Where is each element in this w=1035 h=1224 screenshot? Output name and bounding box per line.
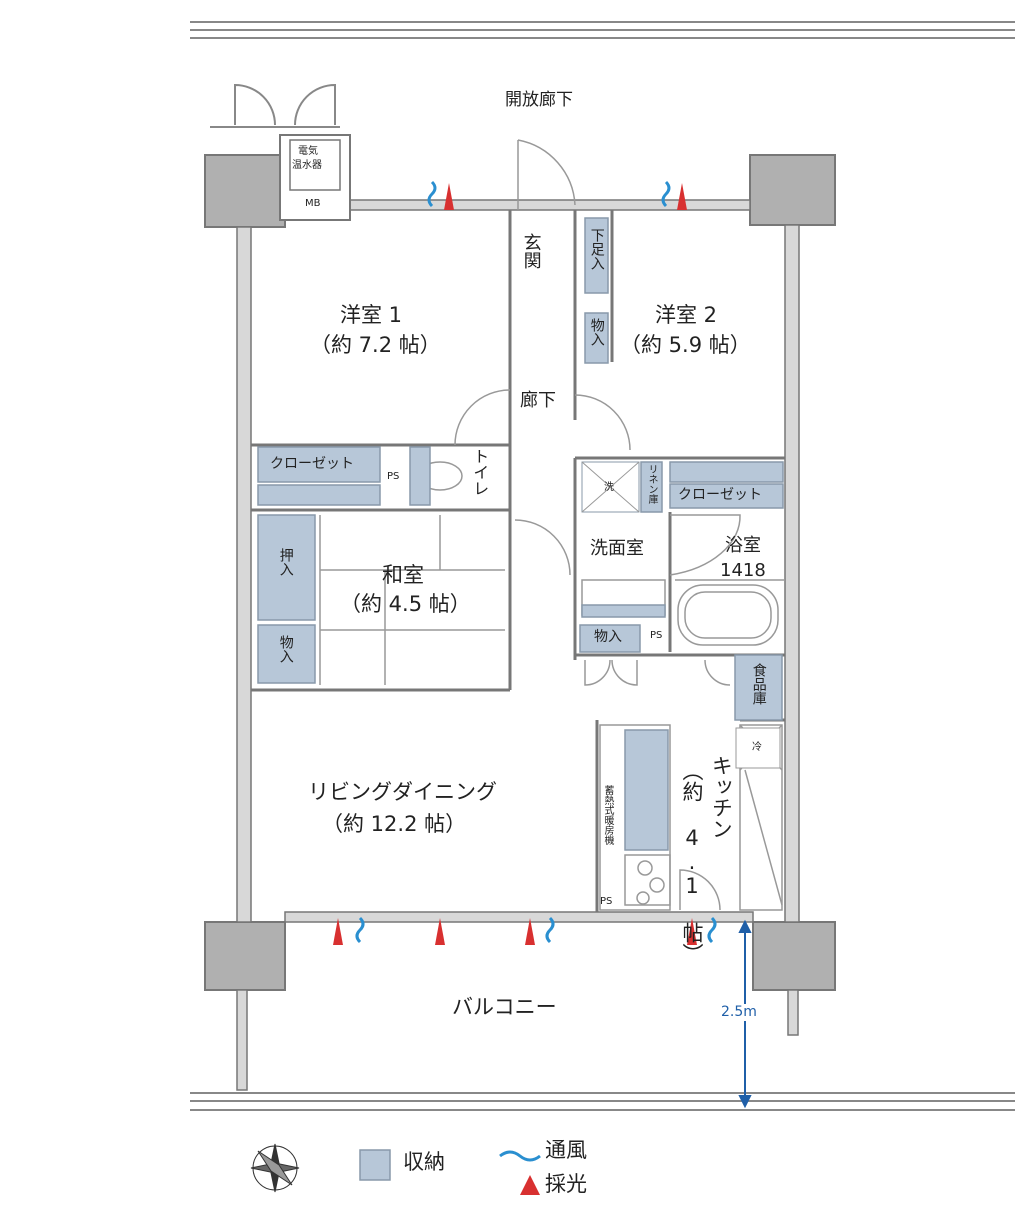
ps-label-kitchen: PS — [600, 896, 613, 907]
closet-2-label: クローゼット — [678, 487, 762, 503]
washroom-label: 洗面室 — [590, 538, 644, 559]
fridge-label: 冷 — [752, 742, 762, 753]
japanese-room-name: 和室 — [382, 563, 424, 587]
bathroom-size: 1418 — [720, 560, 766, 581]
japanese-storage-label: 物入 — [277, 635, 294, 663]
kitchen-name: キッチン — [709, 755, 734, 839]
entry-storage-label: 物入 — [588, 318, 605, 346]
hallway-label: 廊下 — [520, 390, 556, 411]
ps-label-washroom: PS — [650, 630, 663, 641]
western-room-2-size: （約 5.9 帖） — [620, 333, 751, 357]
daylight-markers — [333, 183, 697, 1195]
compass-icon — [250, 1143, 300, 1193]
washroom-storage-label: 物入 — [594, 629, 622, 645]
bathroom-name: 浴室 — [725, 535, 761, 556]
water-heater-line1: 電気 — [298, 146, 318, 157]
storage-areas — [257, 217, 784, 1181]
toilet-label: トイレ — [470, 448, 490, 496]
heater-label: 蓄熱式暖房機 — [602, 785, 613, 845]
entrance-label: 玄関 — [520, 233, 542, 269]
western-room-1-name: 洋室 1 — [340, 303, 403, 327]
legend-ventilation-label: 通風 — [545, 1138, 587, 1162]
living-dining-name: リビングダイニング — [308, 780, 497, 804]
laundry-label: 洗 — [604, 482, 614, 493]
open-corridor-label: 開放廊下 — [505, 90, 573, 110]
balcony-label: バルコニー — [452, 995, 557, 1019]
japanese-room-size: （約 4.5 帖） — [340, 592, 471, 616]
dimension-label: 2.5m — [721, 1004, 757, 1021]
mb-label: MB — [305, 198, 321, 209]
living-dining-size: （約 12.2 帖） — [322, 812, 467, 836]
legend-daylight-label: 採光 — [545, 1172, 587, 1196]
western-room-1-size: （約 7.2 帖） — [310, 333, 441, 357]
western-room-2-name: 洋室 2 — [655, 303, 718, 327]
closet-1-label: クローゼット — [270, 456, 354, 472]
kitchen-size: （約 4.1 帖） — [680, 760, 704, 964]
shoe-storage-label: 下足入 — [588, 228, 605, 270]
ps-label-toilet: PS — [387, 471, 400, 482]
legend-storage-label: 収納 — [403, 1150, 445, 1174]
oshiire-label: 押入 — [277, 548, 294, 576]
water-heater-line2: 温水器 — [292, 160, 322, 171]
linen-storage-label: リネン庫 — [646, 464, 657, 504]
ventilation-markers — [355, 180, 717, 1162]
pantry-label: 食品庫 — [750, 663, 767, 705]
